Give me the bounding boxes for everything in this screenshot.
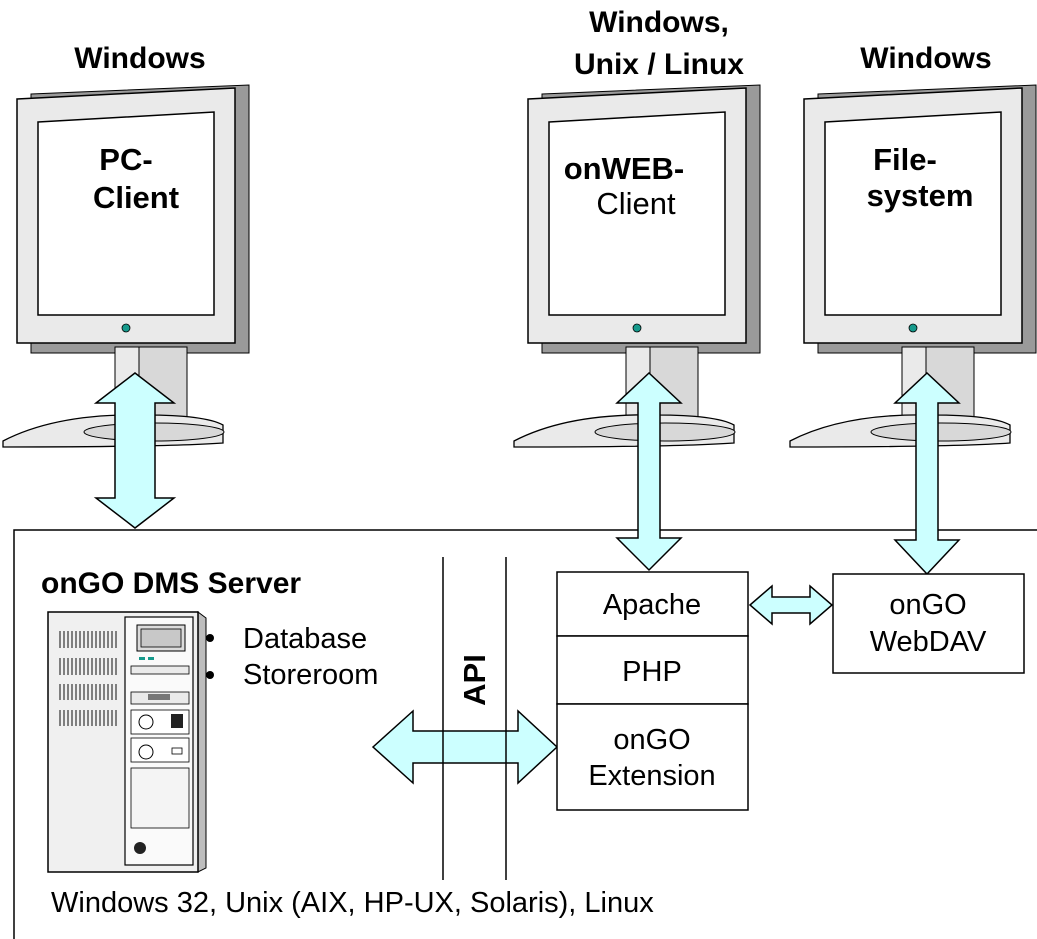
onweb-client-screen-line2: Client — [596, 186, 676, 221]
apache-box — [556, 571, 749, 637]
webdav-label-line2: WebDAV — [870, 626, 987, 658]
onweb-client-os-label-line2: Unix / Linux — [574, 48, 744, 81]
pc-client-server-arrow — [93, 372, 177, 529]
extension-label-line2: Extension — [588, 760, 715, 792]
php-box — [556, 635, 749, 705]
extension-label-line1: onGO — [613, 724, 690, 756]
apache-label: Apache — [603, 589, 701, 621]
onweb-client-screen-line1: onWEB- — [564, 151, 685, 186]
api-label: API — [457, 654, 492, 706]
bullet-icon — [206, 634, 214, 642]
bullet-icon — [206, 671, 214, 679]
pc-client-screen-line2: Client — [93, 180, 179, 215]
php-label: PHP — [622, 656, 682, 688]
extension-box — [556, 703, 749, 811]
apache-webdav-arrow — [748, 584, 834, 626]
server-extension-arrow — [371, 709, 559, 785]
filesystem-client-screen-line2: system — [867, 178, 974, 213]
webdav-box — [832, 573, 1025, 674]
platforms-footer: Windows 32, Unix (AIX, HP-UX, Solaris), … — [51, 887, 654, 919]
filesystem-client-os-label: Windows — [860, 42, 991, 75]
webdav-label-line1: onGO — [889, 589, 966, 621]
onweb-apache-arrow — [615, 371, 683, 572]
pc-client-screen-line1: PC- — [99, 142, 152, 177]
pc-client-os-label: Windows — [74, 42, 205, 75]
server-bullet-storeroom: Storeroom — [243, 659, 378, 691]
onweb-client-os-label-line1: Windows, — [589, 6, 729, 39]
server-tower-icon — [47, 611, 207, 873]
filesystem-webdav-arrow — [893, 371, 961, 576]
filesystem-client-screen-line1: File- — [873, 142, 937, 177]
server-region-frame — [13, 529, 1037, 939]
server-bullet-database: Database — [243, 623, 367, 655]
server-title: onGO DMS Server — [41, 567, 301, 600]
